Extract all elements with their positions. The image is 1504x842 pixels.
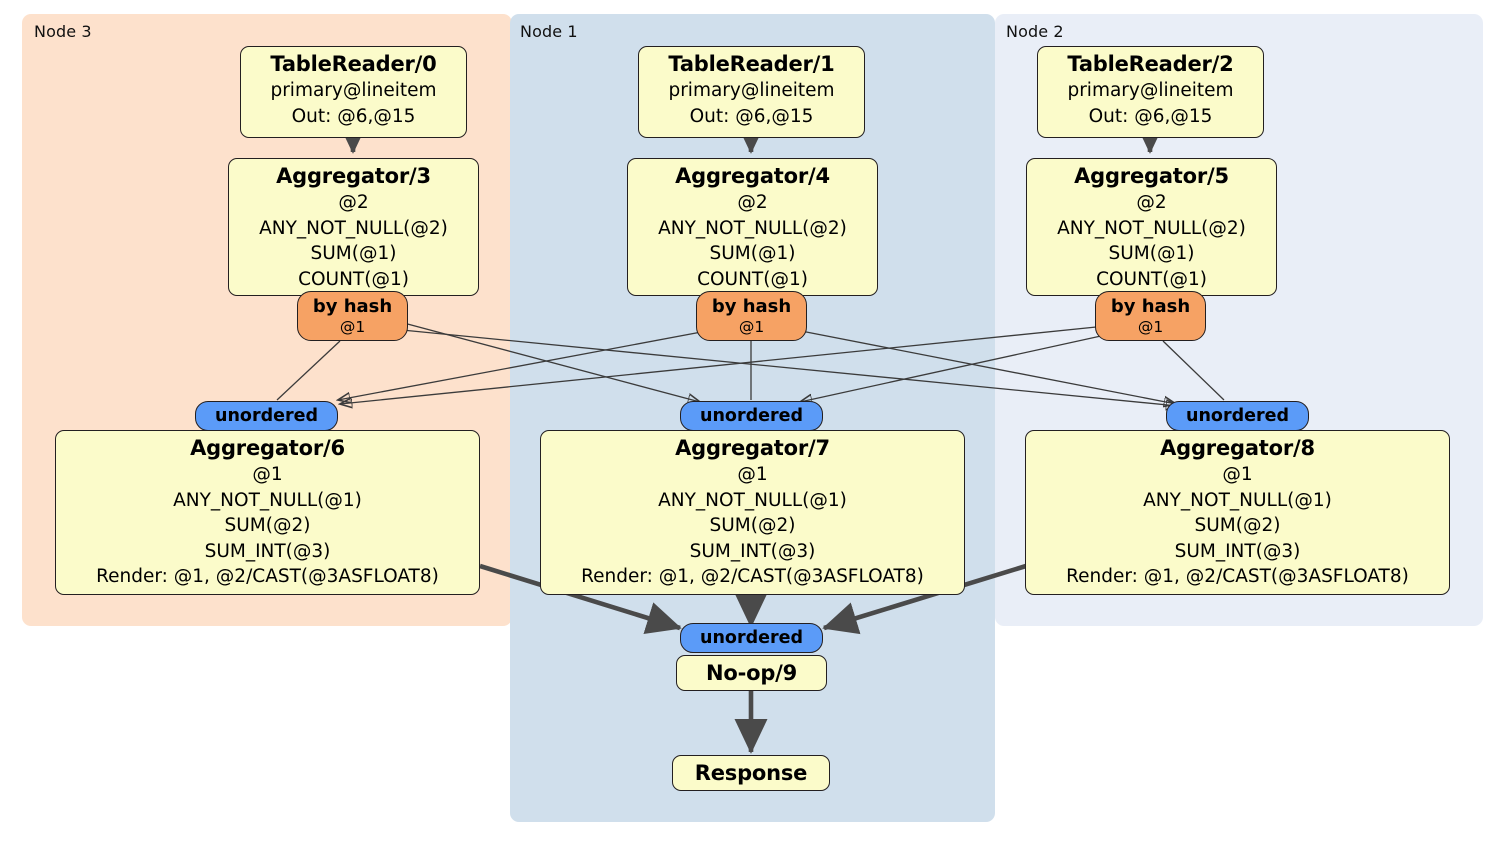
router-by-hash-4[interactable]: by hash @1 bbox=[696, 291, 807, 341]
processor-aggregator-5[interactable]: Aggregator/5 @2 ANY_NOT_NULL(@2) SUM(@1)… bbox=[1026, 158, 1277, 296]
processor-detail-line: @1 bbox=[252, 464, 283, 485]
processor-detail-line: @1 bbox=[1222, 464, 1253, 485]
processor-detail-line: ANY_NOT_NULL(@2) bbox=[259, 217, 448, 239]
processor-detail-line: ANY_NOT_NULL(@2) bbox=[658, 217, 847, 239]
processor-title: TableReader/1 bbox=[668, 52, 835, 76]
processor-tablereader-1[interactable]: TableReader/1 primary@lineitem Out: @6,@… bbox=[638, 46, 865, 138]
processor-title: Response bbox=[694, 761, 808, 785]
processor-detail-line: SUM(@1) bbox=[1108, 243, 1195, 264]
processor-detail-line: ANY_NOT_NULL(@1) bbox=[173, 489, 362, 511]
stream-label: unordered bbox=[1186, 406, 1289, 426]
processor-detail-line: Render: @1, @2/CAST(@3ASFLOAT8) bbox=[1066, 566, 1409, 587]
router-column: @1 bbox=[738, 318, 765, 336]
processor-detail-line: COUNT(@1) bbox=[298, 268, 409, 290]
stream-label: unordered bbox=[215, 406, 318, 426]
stream-label: unordered bbox=[700, 406, 803, 426]
stream-unordered-right[interactable]: unordered bbox=[1166, 401, 1309, 431]
processor-detail-line: @2 bbox=[737, 192, 768, 213]
stream-label: unordered bbox=[700, 628, 803, 648]
processor-detail-line: primary@lineitem bbox=[1067, 80, 1234, 101]
processor-tablereader-2[interactable]: TableReader/2 primary@lineitem Out: @6,@… bbox=[1037, 46, 1264, 138]
stream-unordered-left[interactable]: unordered bbox=[195, 401, 338, 431]
processor-title: Aggregator/3 bbox=[276, 164, 431, 188]
processor-aggregator-3[interactable]: Aggregator/3 @2 ANY_NOT_NULL(@2) SUM(@1)… bbox=[228, 158, 479, 296]
processor-detail-line: primary@lineitem bbox=[668, 80, 835, 101]
processor-title: Aggregator/7 bbox=[675, 436, 830, 460]
processor-title: TableReader/2 bbox=[1067, 52, 1234, 76]
panel-label-node-1: Node 1 bbox=[520, 22, 578, 41]
processor-aggregator-4[interactable]: Aggregator/4 @2 ANY_NOT_NULL(@2) SUM(@1)… bbox=[627, 158, 878, 296]
router-title: by hash bbox=[711, 296, 792, 317]
processor-detail-line: @1 bbox=[737, 464, 768, 485]
router-by-hash-5[interactable]: by hash @1 bbox=[1095, 291, 1206, 341]
processor-title: Aggregator/8 bbox=[1160, 436, 1315, 460]
processor-detail-line: ANY_NOT_NULL(@1) bbox=[1143, 489, 1332, 511]
processor-detail-line: ANY_NOT_NULL(@2) bbox=[1057, 217, 1246, 239]
router-column: @1 bbox=[339, 318, 366, 336]
processor-detail-line: COUNT(@1) bbox=[697, 268, 808, 290]
processor-detail-line: SUM_INT(@3) bbox=[204, 540, 331, 562]
router-column: @1 bbox=[1137, 318, 1164, 336]
processor-response[interactable]: Response bbox=[672, 755, 830, 791]
router-title: by hash bbox=[312, 296, 393, 317]
processor-title: Aggregator/6 bbox=[190, 436, 345, 460]
processor-detail-line: SUM_INT(@3) bbox=[1174, 540, 1301, 562]
processor-detail-line: Out: @6,@15 bbox=[291, 105, 416, 127]
processor-detail-line: Out: @6,@15 bbox=[689, 105, 814, 127]
processor-detail-line: SUM(@1) bbox=[310, 243, 397, 264]
processor-title: Aggregator/5 bbox=[1074, 164, 1229, 188]
processor-tablereader-0[interactable]: TableReader/0 primary@lineitem Out: @6,@… bbox=[240, 46, 467, 138]
stream-unordered-final[interactable]: unordered bbox=[680, 623, 823, 653]
processor-aggregator-7[interactable]: Aggregator/7 @1 ANY_NOT_NULL(@1) SUM(@2)… bbox=[540, 430, 965, 595]
processor-title: Aggregator/4 bbox=[675, 164, 830, 188]
processor-title: TableReader/0 bbox=[270, 52, 437, 76]
processor-detail-line: Out: @6,@15 bbox=[1088, 105, 1213, 127]
processor-detail-line: SUM(@2) bbox=[709, 515, 796, 536]
router-title: by hash bbox=[1110, 296, 1191, 317]
processor-detail-line: Render: @1, @2/CAST(@3ASFLOAT8) bbox=[581, 566, 924, 587]
processor-detail-line: SUM_INT(@3) bbox=[689, 540, 816, 562]
processor-detail-line: primary@lineitem bbox=[270, 80, 437, 101]
processor-detail-line: COUNT(@1) bbox=[1096, 268, 1207, 290]
panel-label-node-3: Node 3 bbox=[34, 22, 92, 41]
processor-detail-line: SUM(@2) bbox=[1194, 515, 1281, 536]
processor-aggregator-8[interactable]: Aggregator/8 @1 ANY_NOT_NULL(@1) SUM(@2)… bbox=[1025, 430, 1450, 595]
router-by-hash-3[interactable]: by hash @1 bbox=[297, 291, 408, 341]
processor-detail-line: Render: @1, @2/CAST(@3ASFLOAT8) bbox=[96, 566, 439, 587]
processor-detail-line: ANY_NOT_NULL(@1) bbox=[658, 489, 847, 511]
processor-detail-line: SUM(@2) bbox=[224, 515, 311, 536]
stream-unordered-mid[interactable]: unordered bbox=[680, 401, 823, 431]
processor-detail-line: @2 bbox=[1136, 192, 1167, 213]
processor-aggregator-6[interactable]: Aggregator/6 @1 ANY_NOT_NULL(@1) SUM(@2)… bbox=[55, 430, 480, 595]
panel-label-node-2: Node 2 bbox=[1006, 22, 1064, 41]
processor-noop-9[interactable]: No-op/9 bbox=[676, 655, 827, 691]
processor-detail-line: @2 bbox=[338, 192, 369, 213]
processor-detail-line: SUM(@1) bbox=[709, 243, 796, 264]
processor-title: No-op/9 bbox=[705, 661, 798, 685]
